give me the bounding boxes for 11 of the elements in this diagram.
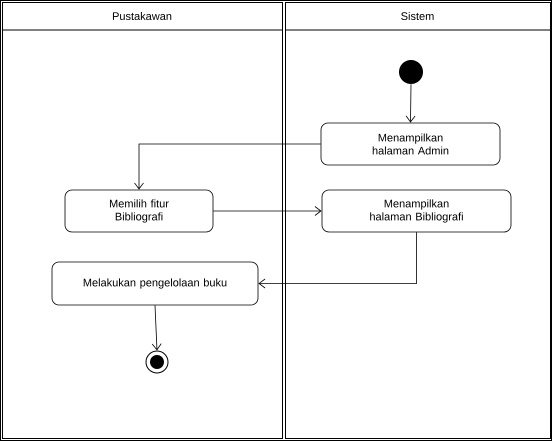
- action-box: Memilih fitur Bibliografi: [64, 190, 214, 232]
- arrow: [213, 206, 322, 216]
- arrow: [152, 305, 162, 350]
- action-box: Menampilkan halaman Admin: [320, 122, 500, 166]
- action-box: Melakukan pengelolaan buku: [52, 262, 258, 306]
- arrow: [406, 84, 416, 123]
- start-node: [399, 60, 423, 84]
- arrow: [258, 232, 417, 288]
- arrow: [134, 144, 321, 190]
- end-node: [146, 350, 168, 374]
- action-box: Menampilkan halaman Bibliografi: [322, 190, 512, 232]
